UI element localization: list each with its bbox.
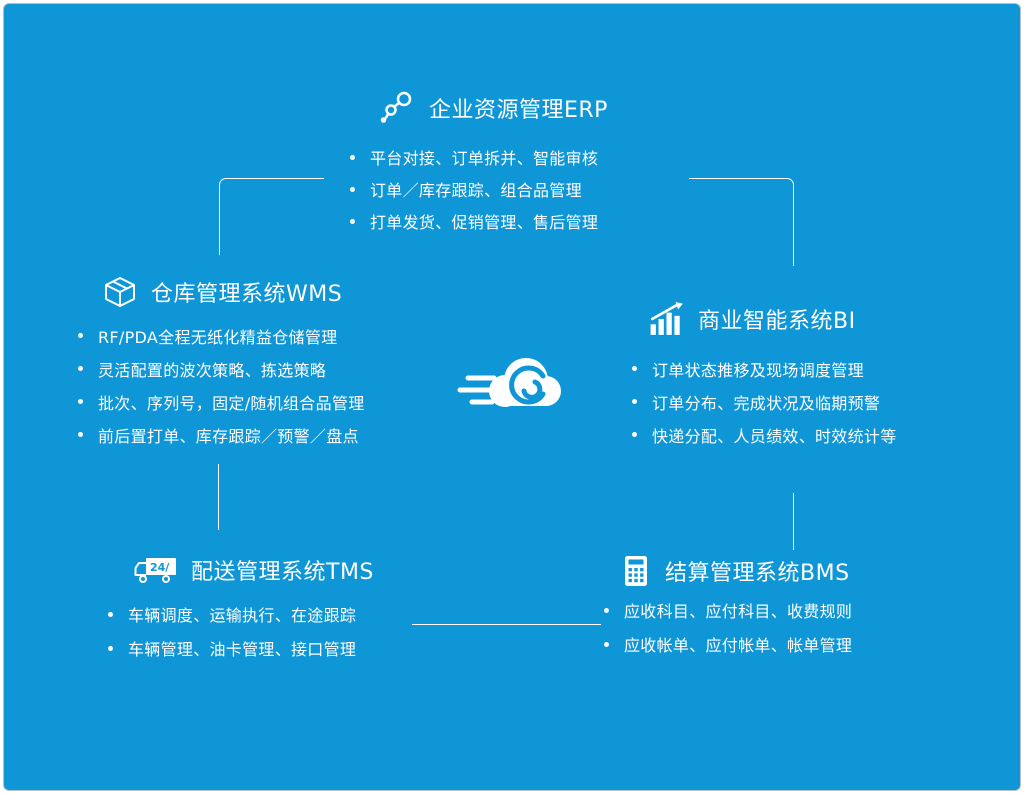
section-title-erp: 企业资源管理ERP bbox=[429, 98, 608, 123]
section-title-bms: 结算管理系统BMS bbox=[665, 561, 850, 586]
list-item-text: 车辆管理、油卡管理、接口管理 bbox=[128, 640, 357, 659]
list-item-text: 平台对接、订单拆并、智能审核 bbox=[370, 149, 599, 168]
list-item: 平台对接、订单拆并、智能审核 bbox=[350, 141, 598, 173]
connector-erp-to-wms bbox=[219, 178, 324, 255]
section-title-bi: 商业智能系统BI bbox=[698, 309, 856, 334]
connector-tms-to-bms bbox=[412, 624, 601, 625]
list-item-text: 订单／库存跟踪、组合品管理 bbox=[370, 181, 582, 200]
list-item-text: RF/PDA全程无纸化精益仓储管理 bbox=[98, 327, 338, 347]
cloud-swirl-icon bbox=[452, 342, 574, 430]
package-box-icon bbox=[102, 275, 138, 309]
list-item: 订单状态推移及现场调度管理 bbox=[632, 352, 897, 385]
list-item-text: 订单分布、完成状况及临期预警 bbox=[652, 393, 881, 413]
list-item-text: 订单状态推移及现场调度管理 bbox=[652, 360, 864, 380]
list-item: 前后置打单、库存跟踪／预警／盘点 bbox=[78, 418, 365, 451]
list-item-text: 应收科目、应付科目、收费规则 bbox=[624, 602, 853, 621]
list-item-text: 车辆调度、运输执行、在途跟踪 bbox=[128, 606, 357, 625]
list-item: 车辆调度、运输执行、在途跟踪 bbox=[108, 597, 356, 631]
section-header-erp: 企业资源管理ERP bbox=[378, 90, 608, 126]
section-list-bms: 应收科目、应付科目、收费规则 应收帐单、应付帐单、帐单管理 bbox=[604, 593, 852, 661]
list-item: 批次、序列号，固定/随机组合品管理 bbox=[78, 385, 365, 418]
list-item-text: 打单发货、促销管理、售后管理 bbox=[370, 213, 599, 232]
connector-erp-to-bi bbox=[689, 178, 794, 266]
list-item: 订单／库存跟踪、组合品管理 bbox=[350, 173, 598, 205]
svg-text:24/: 24/ bbox=[150, 561, 170, 574]
delivery-truck-icon: 24/ bbox=[134, 554, 178, 586]
section-title-tms: 配送管理系统TMS bbox=[191, 560, 374, 585]
bar-chart-growth-icon bbox=[649, 302, 685, 336]
list-item-text: 前后置打单、库存跟踪／预警／盘点 bbox=[98, 426, 359, 446]
section-header-bi: 商业智能系统BI bbox=[649, 302, 856, 336]
section-header-wms: 仓库管理系统WMS bbox=[102, 275, 342, 309]
list-item: 车辆管理、油卡管理、接口管理 bbox=[108, 631, 356, 665]
list-item: 应收帐单、应付帐单、帐单管理 bbox=[604, 627, 852, 661]
list-item: 订单分布、完成状况及临期预警 bbox=[632, 385, 897, 418]
section-list-tms: 车辆调度、运输执行、在途跟踪 车辆管理、油卡管理、接口管理 bbox=[108, 597, 356, 665]
diagram-canvas: 企业资源管理ERP 平台对接、订单拆并、智能审核 订单／库存跟踪、组合品管理 打… bbox=[3, 3, 1021, 791]
list-item: 快递分配、人员绩效、时效统计等 bbox=[632, 418, 897, 451]
list-item: 打单发货、促销管理、售后管理 bbox=[350, 205, 598, 237]
section-list-wms: RF/PDA全程无纸化精益仓储管理 灵活配置的波次策略、拣选策略 批次、序列号，… bbox=[78, 319, 365, 451]
list-item: RF/PDA全程无纸化精益仓储管理 bbox=[78, 319, 365, 352]
list-item: 应收科目、应付科目、收费规则 bbox=[604, 593, 852, 627]
list-item-text: 快递分配、人员绩效、时效统计等 bbox=[652, 426, 897, 446]
section-header-bms: 结算管理系统BMS bbox=[620, 554, 850, 588]
list-item-text: 应收帐单、应付帐单、帐单管理 bbox=[624, 636, 853, 655]
section-header-tms: 24/ 配送管理系统TMS bbox=[134, 554, 374, 586]
section-title-wms: 仓库管理系统WMS bbox=[151, 282, 343, 307]
section-list-bi: 订单状态推移及现场调度管理 订单分布、完成状况及临期预警 快递分配、人员绩效、时… bbox=[632, 352, 897, 451]
list-item: 灵活配置的波次策略、拣选策略 bbox=[78, 352, 365, 385]
molecule-network-icon bbox=[378, 90, 416, 126]
list-item-text: 批次、序列号，固定/随机组合品管理 bbox=[98, 393, 365, 413]
list-item-text: 灵活配置的波次策略、拣选策略 bbox=[98, 360, 327, 380]
section-list-erp: 平台对接、订单拆并、智能审核 订单／库存跟踪、组合品管理 打单发货、促销管理、售… bbox=[350, 141, 598, 237]
connector-wms-to-tms bbox=[218, 464, 219, 530]
calculator-icon bbox=[620, 554, 652, 588]
connector-bi-to-bms bbox=[793, 493, 794, 550]
